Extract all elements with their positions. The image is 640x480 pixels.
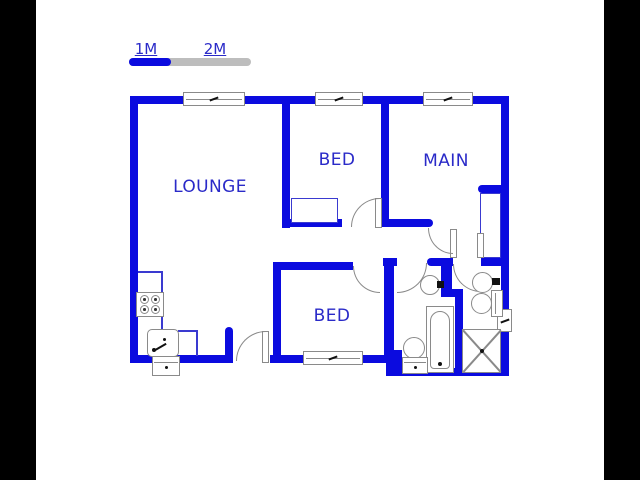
- toilet-bowl-icon: [403, 337, 425, 359]
- wall-bath-divider-lower: [455, 293, 463, 372]
- kitchen-sink-icon: [147, 329, 179, 357]
- scale-label-2m: 2M: [203, 40, 227, 58]
- window-icon: [303, 351, 363, 365]
- room-label-lounge: LOUNGE: [173, 177, 247, 197]
- scale-bar-2m: [129, 58, 251, 66]
- wall-bed2-east: [384, 258, 394, 358]
- door-arc-bed2: [353, 266, 380, 293]
- wall-main-cupboard-stub: [478, 185, 501, 193]
- wall-left: [130, 96, 138, 363]
- room-label-bed2: BED: [313, 306, 351, 326]
- room-label-bed1: BED: [318, 150, 356, 170]
- toilet-tank-icon: [491, 290, 503, 317]
- room-label-main: MAIN: [423, 151, 469, 171]
- basin-tap-icon: [492, 278, 500, 285]
- bathtub-inner: [430, 311, 450, 369]
- wall-entry-stub: [225, 327, 233, 363]
- basin-icon: [472, 272, 493, 293]
- window-icon: [315, 92, 363, 106]
- wall-hall-north: [377, 219, 433, 227]
- left-black-bar: [0, 0, 36, 480]
- wall-right: [501, 96, 509, 376]
- toilet-bowl-icon: [471, 293, 492, 314]
- stove-icon: [136, 292, 164, 317]
- right-black-bar: [604, 0, 640, 480]
- window-icon: [183, 92, 245, 106]
- shower-icon: [462, 329, 501, 373]
- kitchen-counter-line-top: [138, 271, 162, 273]
- main-cupboard: [480, 193, 501, 258]
- wall-band-mid: [427, 258, 453, 266]
- sink-cabinet-icon: [152, 356, 180, 376]
- wall-band-east: [481, 258, 508, 266]
- window-dash: [499, 318, 510, 323]
- door-arc-entry: [236, 331, 266, 361]
- scale-label-1m: 1M: [134, 40, 158, 58]
- kitchen-counter-line-side2: [196, 330, 198, 356]
- window-icon: [423, 92, 473, 106]
- wall-bed1-bottom: [282, 219, 342, 227]
- toilet-tank-icon: [402, 357, 428, 374]
- scale-bar-1m: [129, 58, 171, 66]
- wall-bed1-main: [381, 104, 389, 222]
- wall-bed2-west: [273, 262, 281, 359]
- door-arc-main: [428, 228, 453, 254]
- kitchen-counter-line-top2: [178, 330, 198, 332]
- wall-bottom-west: [130, 355, 233, 363]
- wall-lounge-bed1: [282, 104, 290, 228]
- door-leaf-ensuite: [477, 233, 484, 258]
- basin-tap-icon: [437, 281, 444, 288]
- bed1-wardrobe: [291, 198, 338, 223]
- bathtub-icon: [426, 306, 454, 373]
- wall-bed2-top: [273, 262, 353, 270]
- wall-bath-divider-jog: [441, 289, 463, 297]
- door-arc-bed1: [351, 198, 380, 227]
- bathtub-drain: [438, 362, 442, 366]
- wall-bath-divider-upper: [441, 258, 452, 296]
